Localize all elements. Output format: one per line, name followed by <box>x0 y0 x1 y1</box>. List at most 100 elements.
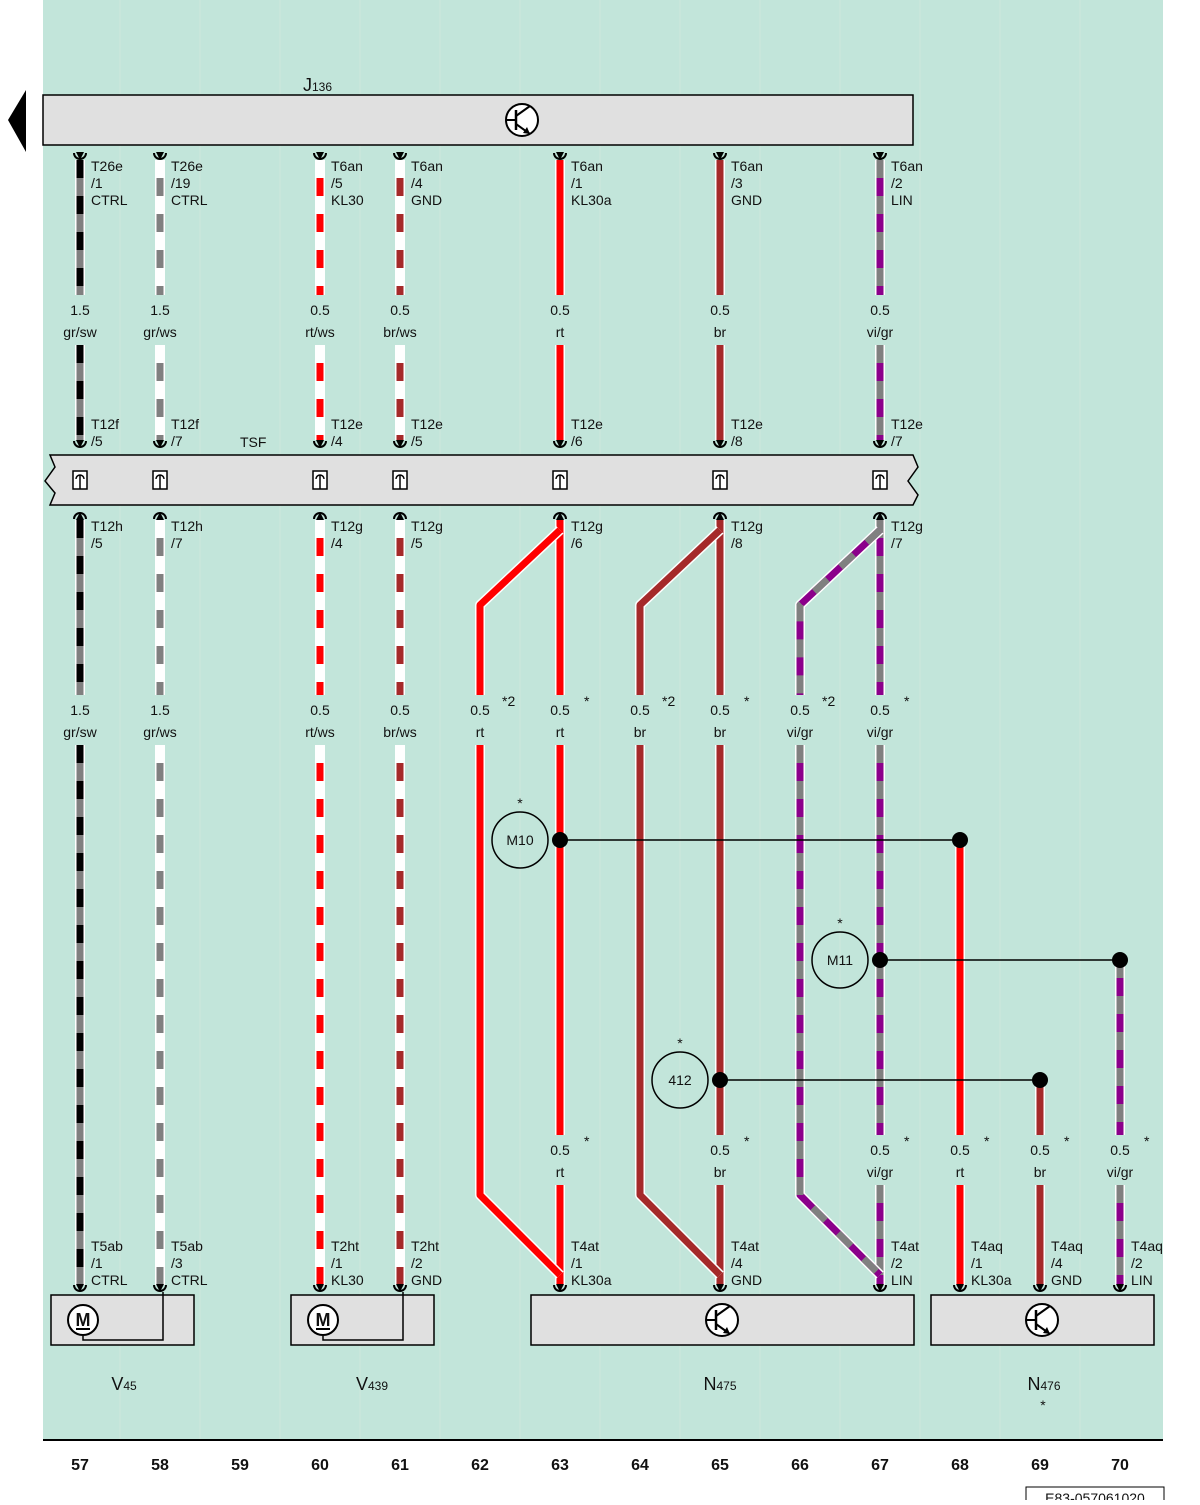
pin-label: T2ht <box>331 1238 359 1254</box>
tsf-terminal <box>72 470 88 490</box>
connector-arrow <box>156 440 164 448</box>
wire-size: 0.5 <box>550 1142 570 1158</box>
footnote-mark: * <box>584 1133 590 1149</box>
splice-label: M11 <box>827 952 853 968</box>
splice-circle <box>811 931 869 989</box>
connector-arrow <box>716 152 724 160</box>
wire-size: 0.5 <box>390 702 410 718</box>
connector-arrow <box>156 512 164 520</box>
previous-page-arrow[interactable] <box>8 90 26 152</box>
connector-arrow <box>316 1284 324 1292</box>
pin-label: GND <box>411 192 442 208</box>
wires-layer <box>75 160 1125 1285</box>
pin-label: KL30a <box>571 1272 612 1288</box>
connector-arrow <box>156 152 164 160</box>
wire-color: vi/gr <box>787 724 814 740</box>
pin-label: /7 <box>891 433 903 449</box>
splice-label: M10 <box>506 832 533 848</box>
wire-color: gr/ws <box>143 724 176 740</box>
v439-label: V439 <box>356 1374 388 1394</box>
pin-label: T6an <box>331 158 363 174</box>
column-number: 57 <box>71 1457 89 1474</box>
pin-label: T12e <box>891 416 923 432</box>
pin-label: KL30a <box>571 192 612 208</box>
motor-icon: M <box>67 1304 99 1336</box>
connector-arrow <box>396 1284 404 1292</box>
pin-label: T12e <box>571 416 603 432</box>
tsf-terminal <box>712 470 728 490</box>
splice-dot <box>1032 1072 1048 1088</box>
pin-label: GND <box>411 1272 442 1288</box>
splice-dot <box>712 1072 728 1088</box>
wire-color: br <box>714 324 727 340</box>
tsf-label: TSF <box>240 434 266 450</box>
wire-size: 0.5 <box>310 702 330 718</box>
connector-arrow <box>76 512 84 520</box>
wire-size: 0.5 <box>710 302 730 318</box>
column-number: 63 <box>551 1457 569 1474</box>
pin-label: T12f <box>91 416 119 432</box>
bypass-wire-stripe <box>796 745 883 1278</box>
pin-label: /6 <box>571 535 583 551</box>
splice-dot <box>1112 952 1128 968</box>
wire-color: vi/gr <box>867 1164 894 1180</box>
wire-size: 0.5 <box>870 302 890 318</box>
pin-label: GND <box>731 192 762 208</box>
pin-label: /1 <box>91 1255 103 1271</box>
wire-size: 0.5 <box>550 702 570 718</box>
pin-label: CTRL <box>171 1272 208 1288</box>
wire-color: br <box>634 724 647 740</box>
pin-label: T6an <box>571 158 603 174</box>
pin-label: T6an <box>891 158 923 174</box>
pin-label: T4aq <box>1131 1238 1163 1254</box>
connector-arrow <box>1036 1284 1044 1292</box>
j136-module[interactable] <box>42 94 914 146</box>
pin-label: T12f <box>171 416 199 432</box>
footnote-mark: *2 <box>822 693 835 709</box>
column-number: 70 <box>1111 1457 1129 1474</box>
pin-label: /6 <box>571 433 583 449</box>
pin-label: /3 <box>171 1255 183 1271</box>
pin-label: /8 <box>731 433 743 449</box>
connector-arrow <box>316 152 324 160</box>
connector-arrow <box>76 1284 84 1292</box>
connector-arrow <box>1116 1284 1124 1292</box>
pin-label: T5ab <box>171 1238 203 1254</box>
connector-arrow <box>876 1284 884 1292</box>
transistor-icon <box>1025 1303 1059 1337</box>
splice-dot <box>552 832 568 848</box>
pin-label: /1 <box>571 175 583 191</box>
svg-text:M: M <box>76 1310 91 1330</box>
wire-color: br/ws <box>383 324 416 340</box>
tsf-terminal <box>312 470 328 490</box>
wire-size: 0.5 <box>870 702 890 718</box>
pin-label: CTRL <box>91 1272 128 1288</box>
wire-size: 0.5 <box>950 1142 970 1158</box>
connector-arrow <box>716 512 724 520</box>
v439-return-line <box>322 1292 404 1341</box>
connector-arrow <box>876 152 884 160</box>
connector-arrow <box>76 440 84 448</box>
wire-color: br/ws <box>383 724 416 740</box>
wire-size: 1.5 <box>150 702 170 718</box>
wire-color: br <box>1034 1164 1047 1180</box>
wire-size: 0.5 <box>550 302 570 318</box>
pin-label: /5 <box>411 535 423 551</box>
connector-arrow <box>316 512 324 520</box>
splice-circle <box>651 1051 709 1109</box>
v45-label: V45 <box>111 1374 137 1394</box>
footnote-mark: * <box>584 693 590 709</box>
pin-label: T5ab <box>91 1238 123 1254</box>
pin-label: T4at <box>731 1238 759 1254</box>
footnote-mark: * <box>1040 1397 1046 1413</box>
footnote-mark: * <box>744 1133 750 1149</box>
connector-arrow <box>876 440 884 448</box>
connector-arrow <box>716 1284 724 1292</box>
wire-size: 1.5 <box>70 702 90 718</box>
splice-circle <box>491 811 549 869</box>
pin-label: T26e <box>91 158 123 174</box>
wire-color: rt/ws <box>305 724 335 740</box>
pin-label: GND <box>731 1272 762 1288</box>
pin-label: T26e <box>171 158 203 174</box>
